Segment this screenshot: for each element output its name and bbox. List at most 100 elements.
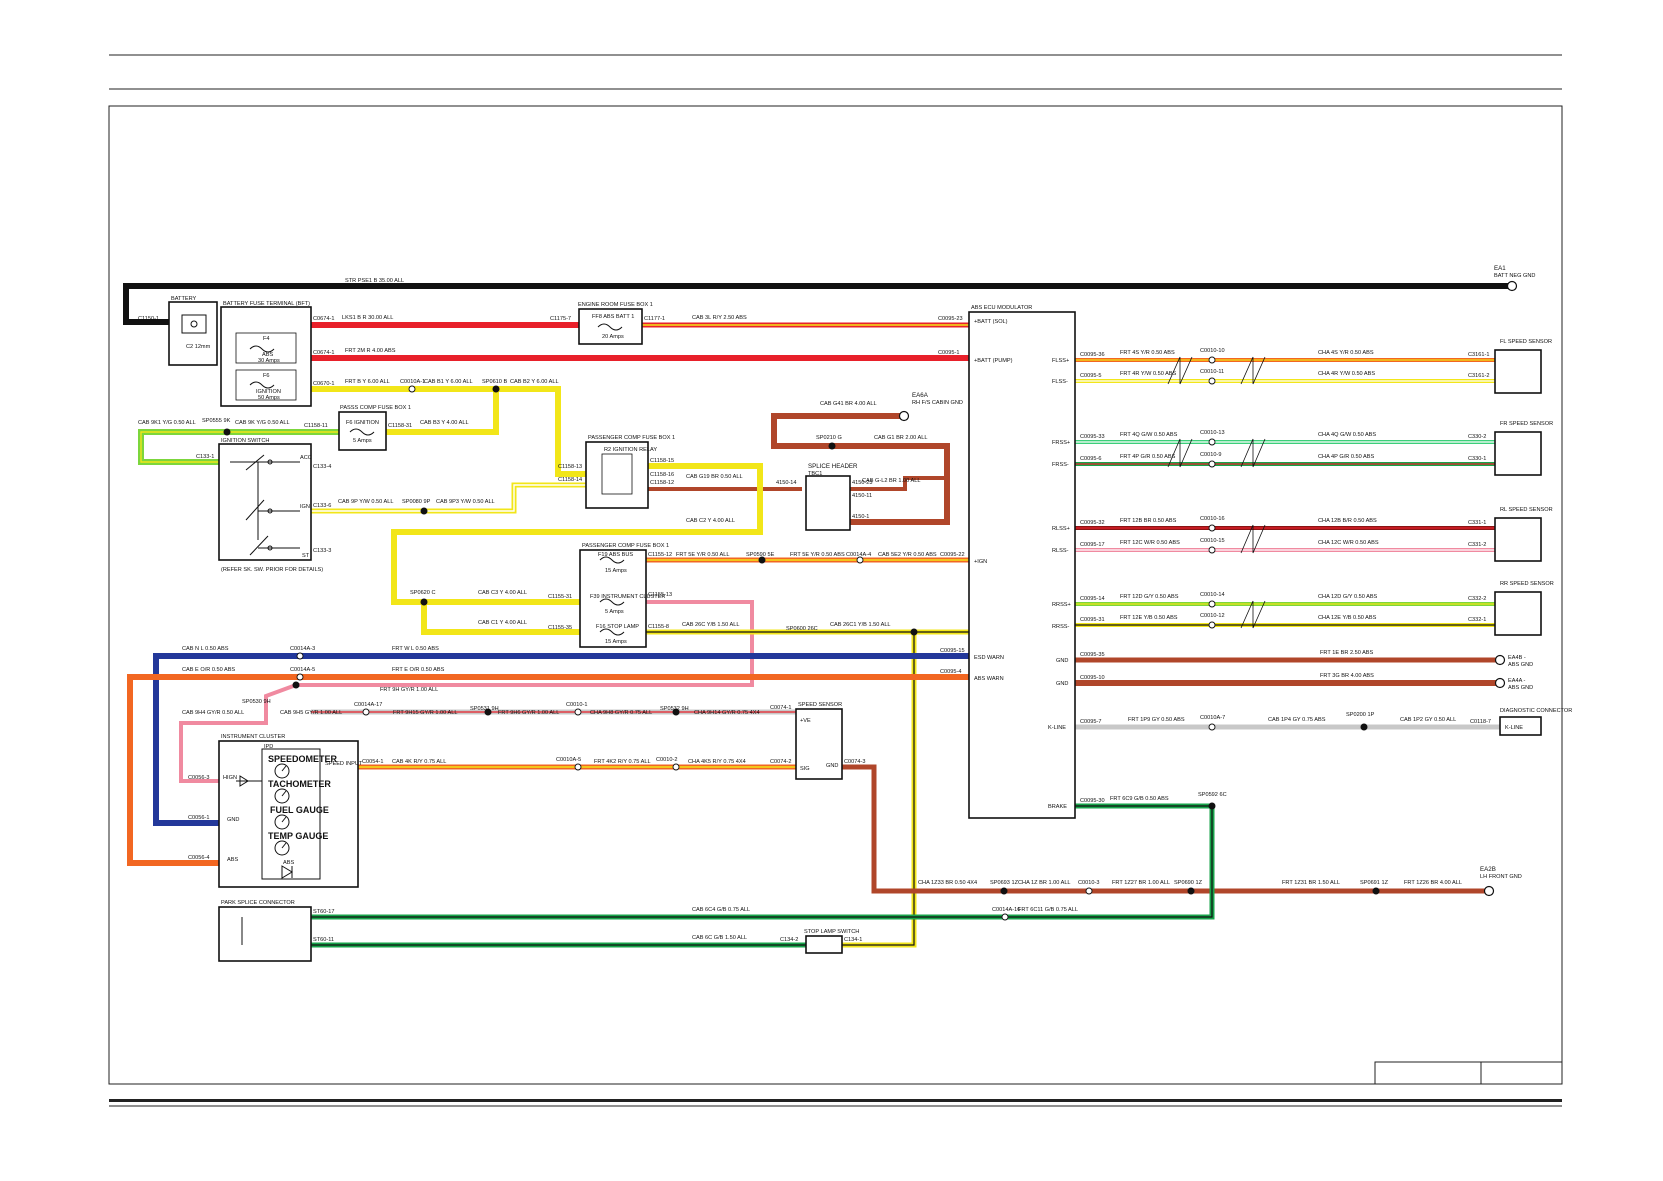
- label-f4: F4: [263, 336, 270, 342]
- conn-c32: C0014A-3: [290, 646, 315, 652]
- fr-sensor-box: [1494, 431, 1542, 476]
- wire-label-cab-9h4: CAB 9H4 GY/R 0.50 ALL: [182, 710, 244, 716]
- label-ea4b: EA4B -: [1508, 655, 1526, 661]
- label-cluster-abs-lamp: ABS: [283, 860, 294, 866]
- label-f6-sub: IGNITION: [256, 389, 281, 395]
- fuse-symbols: [249, 323, 625, 636]
- conn-c41: C0056-4: [188, 855, 209, 861]
- wire-l-blue: [153, 653, 969, 826]
- conn-c16: C1158-13: [558, 464, 582, 470]
- ground-symbols: [898, 280, 1518, 897]
- rr-sensor-box: [1494, 591, 1542, 636]
- label-fr-sensor: FR SPEED SENSOR: [1500, 421, 1553, 427]
- wire-label-frt-9h6: FRT 9H6 GY/R 1.00 ALL: [498, 710, 559, 716]
- wire-gl2-brown: [850, 476, 947, 491]
- label-ecfb-amp: 20 Amps: [602, 334, 624, 340]
- label-speedometer: SPEEDOMETER: [268, 754, 338, 764]
- battery-terminal-icon: [190, 320, 198, 328]
- conn-c71: C0010-14: [1200, 592, 1225, 598]
- conn-c76: C3161-2: [1468, 373, 1489, 379]
- pcfb1-box: [585, 441, 649, 509]
- label-ea2b: EA2B: [1480, 866, 1496, 873]
- conn-c28: C1155-31: [548, 594, 572, 600]
- conn-c26: C0095-22: [940, 552, 965, 558]
- wire-label-cab-e: CAB E O/R 0.50 ABS: [182, 667, 235, 673]
- conn-c64: ST60-11: [313, 937, 334, 943]
- ea1-ground-icon: [1506, 280, 1518, 292]
- wire-label-cab-g1: CAB G1 BR 2.00 ALL: [874, 435, 927, 441]
- conn-c6: C1177-1: [644, 316, 665, 322]
- conn-c34: C0014A-5: [290, 667, 315, 673]
- fuse-f4-icon: [249, 345, 275, 353]
- conn-c33: C0095-15: [940, 648, 965, 654]
- label-abs-rrss-m: RRSS-: [1052, 624, 1070, 630]
- fl-sensor-box: [1494, 349, 1542, 394]
- label-ea4a-sub: ABS GND: [1508, 685, 1533, 691]
- label-ea4b-sub: ABS GND: [1508, 662, 1533, 668]
- label-f6-amp: 50 Amps: [258, 395, 280, 401]
- label-f4-sub: ABS: [262, 352, 273, 358]
- wire-label-frt-wl: FRT W L 0.50 ABS: [392, 646, 439, 652]
- wire-label-cab-9p: CAB 9P Y/W 0.50 ALL: [338, 499, 393, 505]
- bft-fuse-f6: [235, 369, 297, 401]
- label-pass-fb2-fuse: F6 IGNITION: [346, 420, 379, 426]
- wire-label-sp0531: SP0531 9H: [470, 706, 499, 712]
- wire-label-sp0555: SP0555 9K: [202, 418, 231, 424]
- pcfb-low-box: [579, 549, 647, 648]
- label-abs: ABS ECU MODULATOR: [971, 305, 1032, 311]
- wires-layer: [123, 283, 1510, 948]
- conn-c13: C133-4: [313, 464, 331, 470]
- wire-label-fr1: FRT 4Q G/W 0.50 ABS: [1120, 432, 1178, 438]
- conn-c50: C0095-6: [1080, 456, 1101, 462]
- label-pcfb-low: PASSENGER COMP FUSE BOX 1: [582, 543, 669, 549]
- wire-label-fr1c: CHA 4Q G/W 0.50 ABS: [1318, 432, 1376, 438]
- conn-c5: C1175-7: [550, 316, 571, 322]
- conn-c10: C1158-11: [304, 423, 328, 429]
- conn-c31: C1155-8: [648, 624, 669, 630]
- conn-c49: C0095-33: [1080, 434, 1105, 440]
- ecfb-box: [578, 308, 643, 345]
- conn-c14: C133-6: [313, 503, 331, 509]
- label-cluster-abs: ABS: [227, 857, 238, 863]
- diagram-frame: [108, 105, 1563, 1085]
- wire-6c-stripe: [311, 805, 1213, 918]
- label-stop-switch: STOP LAMP SWITCH: [804, 929, 859, 935]
- conn-c56: C0095-10: [1080, 675, 1105, 681]
- wire-label-cab-b2: CAB B2 Y 6.00 ALL: [510, 379, 559, 385]
- title-block: [1374, 1061, 1563, 1085]
- speedometer-gauge-icon: [274, 763, 290, 779]
- conn-c24: 4150-1: [852, 514, 869, 520]
- wire-label-str: STR PSE1 B 35.00 ALL: [345, 278, 404, 284]
- rl-sensor-box: [1494, 517, 1542, 562]
- fuel-gauge-icon: [274, 814, 290, 830]
- conn-c42: C0054-1: [362, 759, 383, 765]
- fuse-f39-icon: [599, 598, 625, 606]
- label-cluster-ipd: IPD: [264, 744, 273, 750]
- wire-c1-yellow: [421, 602, 580, 635]
- label-pcfb1: PASSENGER COMP FUSE BOX 1: [588, 435, 675, 441]
- wire-label-sp0690: SP0690 1Z: [1174, 880, 1203, 886]
- tachometer-gauge-icon: [274, 788, 290, 804]
- label-fuel-gauge: FUEL GAUGE: [270, 805, 329, 815]
- conn-c80: C331-2: [1468, 542, 1486, 548]
- wire-label-cha-1z: CHA 1Z BR 1.00 ALL: [1018, 880, 1071, 886]
- diagnostic-box: [1499, 716, 1542, 736]
- battery-terminal: [181, 314, 207, 334]
- wire-label-sp0600: SP0600 26C: [786, 626, 818, 632]
- wire-label-sp0530: SP0530 9H: [242, 699, 271, 705]
- conn-c60: C0014A-16: [992, 907, 1020, 913]
- wire-label-fr2c: CHA 4P G/R 0.50 ABS: [1318, 454, 1374, 460]
- label-abs-batt-sol: +BATT (SOL): [974, 319, 1008, 325]
- wire-label-cab-26c1: CAB 26C1 Y/B 1.50 ALL: [830, 622, 891, 628]
- label-ecfb-fuse: FF8 ABS BATT 1: [592, 314, 634, 320]
- conn-c72: C0010-12: [1200, 613, 1225, 619]
- wire-label-cab-nl: CAB N L 0.50 ABS: [182, 646, 229, 652]
- connector-pins: [296, 356, 1216, 921]
- wire-label-lks1: LKS1 B R 30.00 ALL: [342, 315, 393, 321]
- label-diag: DIAGNOSTIC CONNECTOR: [1500, 708, 1572, 714]
- conn-c39: C0056-3: [188, 775, 209, 781]
- conn-c27: C0014A-4: [846, 552, 871, 558]
- wire-9k-stripe: [140, 431, 339, 463]
- label-diag-kline: K-LINE: [1505, 725, 1523, 731]
- conn-c62: C134-1: [844, 937, 862, 943]
